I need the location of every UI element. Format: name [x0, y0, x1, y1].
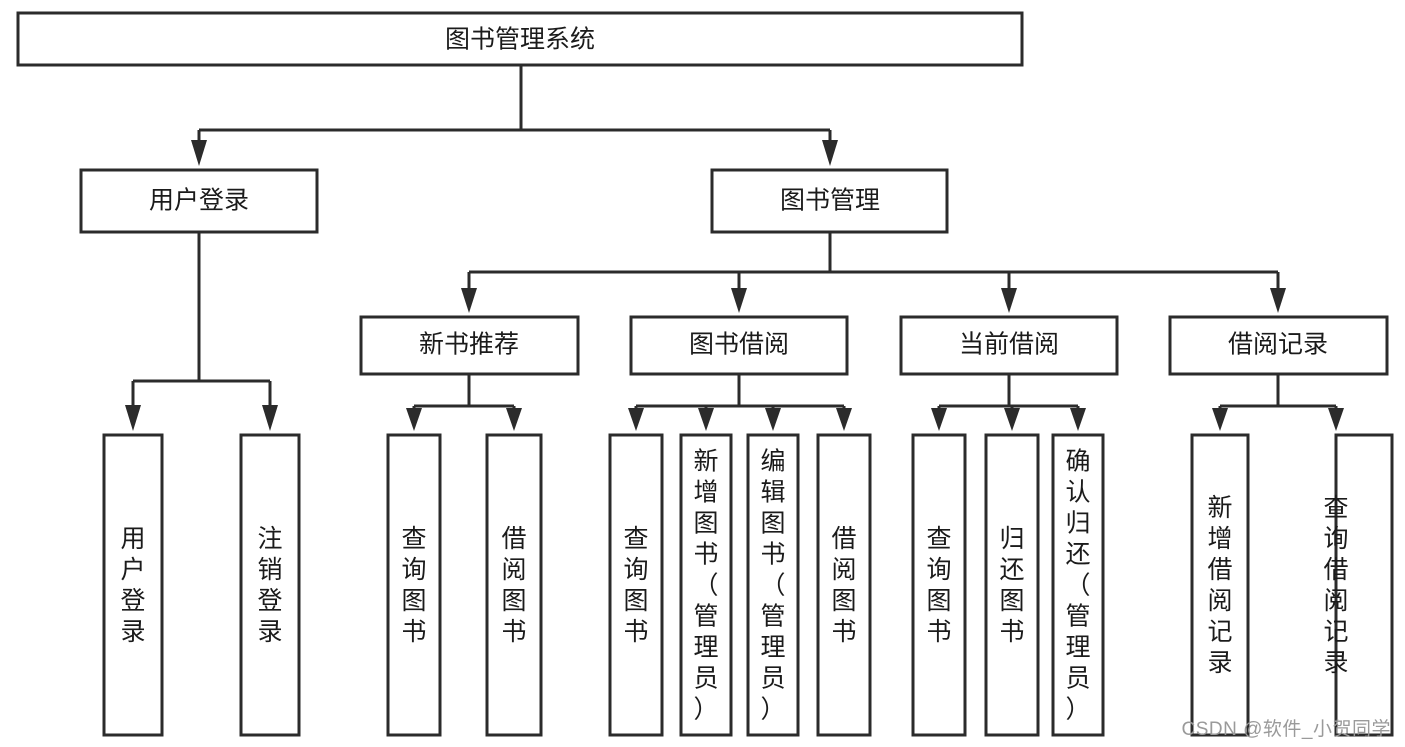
arrow-head-leaf-return-book	[1004, 408, 1020, 431]
leaf-borrow-book-newrec[interactable]: 借阅图书	[485, 433, 543, 737]
arrow-head-leaf-borrow-book-1	[506, 408, 522, 431]
node-user-login-label: 用户登录	[149, 187, 249, 215]
leaf-borrow-book-borrow-box[interactable]	[816, 433, 872, 737]
arrow-head-leaf-confirm-return	[1070, 408, 1086, 431]
arrow-head-leaf-add-record	[1212, 408, 1228, 431]
arrow-head-leaf-user-login	[125, 405, 141, 431]
leaf-edit-book-admin-box[interactable]	[746, 433, 800, 737]
node-current-borrow[interactable]: 当前借阅	[899, 315, 1119, 376]
node-new-book-recommend[interactable]: 新书推荐	[359, 315, 580, 376]
node-current-borrow-box[interactable]	[899, 315, 1119, 376]
arrow-head-leaf-query-book-1	[406, 408, 422, 431]
arrow-head-leaf-edit-book	[765, 408, 781, 431]
leaf-user-login-box[interactable]	[102, 433, 164, 737]
leaf-query-book-newrec-box[interactable]	[386, 433, 442, 737]
leaf-query-book-current-box[interactable]	[911, 433, 967, 737]
leaf-query-book-borrow-label: 查询图书	[623, 525, 648, 646]
leaf-confirm-return-admin[interactable]: 确认归还（管理员）	[1051, 433, 1105, 737]
arrow-head-book-borrow	[731, 288, 747, 313]
leaf-user-login-label: 用户登录	[120, 525, 145, 646]
leaf-query-book-newrec[interactable]: 查询图书	[386, 433, 442, 737]
leaf-query-book-newrec-label: 查询图书	[401, 525, 426, 646]
arrow-head-leaf-borrow-book-2	[836, 408, 852, 431]
node-user-login[interactable]: 用户登录	[79, 168, 319, 234]
arrow-head-leaf-query-record	[1328, 408, 1344, 431]
node-user-login-box[interactable]	[79, 168, 319, 234]
leaf-query-book-borrow-box[interactable]	[608, 433, 664, 737]
arrow-head-new-book-rec	[461, 288, 477, 313]
leaf-query-borrow-record[interactable]: 查询借阅记录	[1323, 433, 1394, 737]
node-book-management-label: 图书管理	[780, 187, 880, 215]
node-book-management-box[interactable]	[710, 168, 949, 234]
leaf-borrow-book-borrow-label: 借阅图书	[831, 525, 856, 646]
arrow-head-book-mgmt	[822, 140, 838, 166]
node-book-management[interactable]: 图书管理	[710, 168, 949, 234]
leaf-logout-box[interactable]	[239, 433, 301, 737]
leaf-query-book-current-label: 查询图书	[926, 525, 951, 646]
leaf-borrow-book-newrec-box[interactable]	[485, 433, 543, 737]
arrow-head-current-borrow	[1001, 288, 1017, 313]
node-root-box[interactable]	[16, 11, 1024, 67]
leaf-user-login[interactable]: 用户登录	[102, 433, 164, 737]
arrow-head-leaf-logout	[262, 405, 278, 431]
node-current-borrow-label: 当前借阅	[959, 331, 1059, 359]
leaf-add-borrow-record-label: 新增借阅记录	[1207, 494, 1232, 677]
leaf-query-borrow-record-box[interactable]	[1334, 433, 1394, 737]
arrow-head-leaf-query-book-2	[628, 408, 644, 431]
leaf-confirm-return-admin-box[interactable]	[1051, 433, 1105, 737]
arrow-head-user-login	[191, 140, 207, 166]
node-borrow-record-label: 借阅记录	[1228, 331, 1328, 359]
node-borrow-record[interactable]: 借阅记录	[1168, 315, 1389, 376]
leaf-return-book-label: 归还图书	[999, 525, 1024, 646]
leaf-confirm-return-admin-label: 确认归还（管理员）	[1065, 448, 1090, 724]
leaf-query-borrow-record-label: 查询借阅记录	[1323, 494, 1348, 677]
leaf-add-book-admin-box[interactable]	[679, 433, 733, 737]
leaf-add-borrow-record-box[interactable]	[1190, 433, 1250, 737]
leaf-edit-book-admin-label: 编辑图书（管理员）	[760, 448, 785, 724]
leaf-query-book-current[interactable]: 查询图书	[911, 433, 967, 737]
leaf-add-borrow-record[interactable]: 新增借阅记录	[1190, 433, 1250, 737]
node-root-label: 图书管理系统	[445, 26, 595, 54]
node-new-book-recommend-label: 新书推荐	[419, 331, 519, 359]
leaf-logout-label: 注销登录	[257, 525, 282, 646]
leaf-query-book-borrow[interactable]: 查询图书	[608, 433, 664, 737]
leaf-edit-book-admin[interactable]: 编辑图书（管理员）	[746, 433, 800, 737]
leaf-return-book[interactable]: 归还图书	[984, 433, 1040, 737]
leaf-logout[interactable]: 注销登录	[239, 433, 301, 737]
node-book-borrow[interactable]: 图书借阅	[629, 315, 849, 376]
node-new-book-recommend-box[interactable]	[359, 315, 580, 376]
leaf-return-book-box[interactable]	[984, 433, 1040, 737]
arrow-head-leaf-query-book-3	[931, 408, 947, 431]
node-borrow-record-box[interactable]	[1168, 315, 1389, 376]
leaf-borrow-book-borrow[interactable]: 借阅图书	[816, 433, 872, 737]
node-book-borrow-box[interactable]	[629, 315, 849, 376]
arrow-head-borrow-record	[1270, 288, 1286, 313]
node-root[interactable]: 图书管理系统	[16, 11, 1024, 67]
leaf-add-book-admin[interactable]: 新增图书（管理员）	[679, 433, 733, 737]
arrow-head-leaf-add-book	[698, 408, 714, 431]
leaf-borrow-book-newrec-label: 借阅图书	[501, 525, 526, 646]
connector-layer	[125, 65, 1344, 431]
leaf-add-book-admin-label: 新增图书（管理员）	[693, 448, 718, 724]
node-book-borrow-label: 图书借阅	[689, 331, 789, 359]
